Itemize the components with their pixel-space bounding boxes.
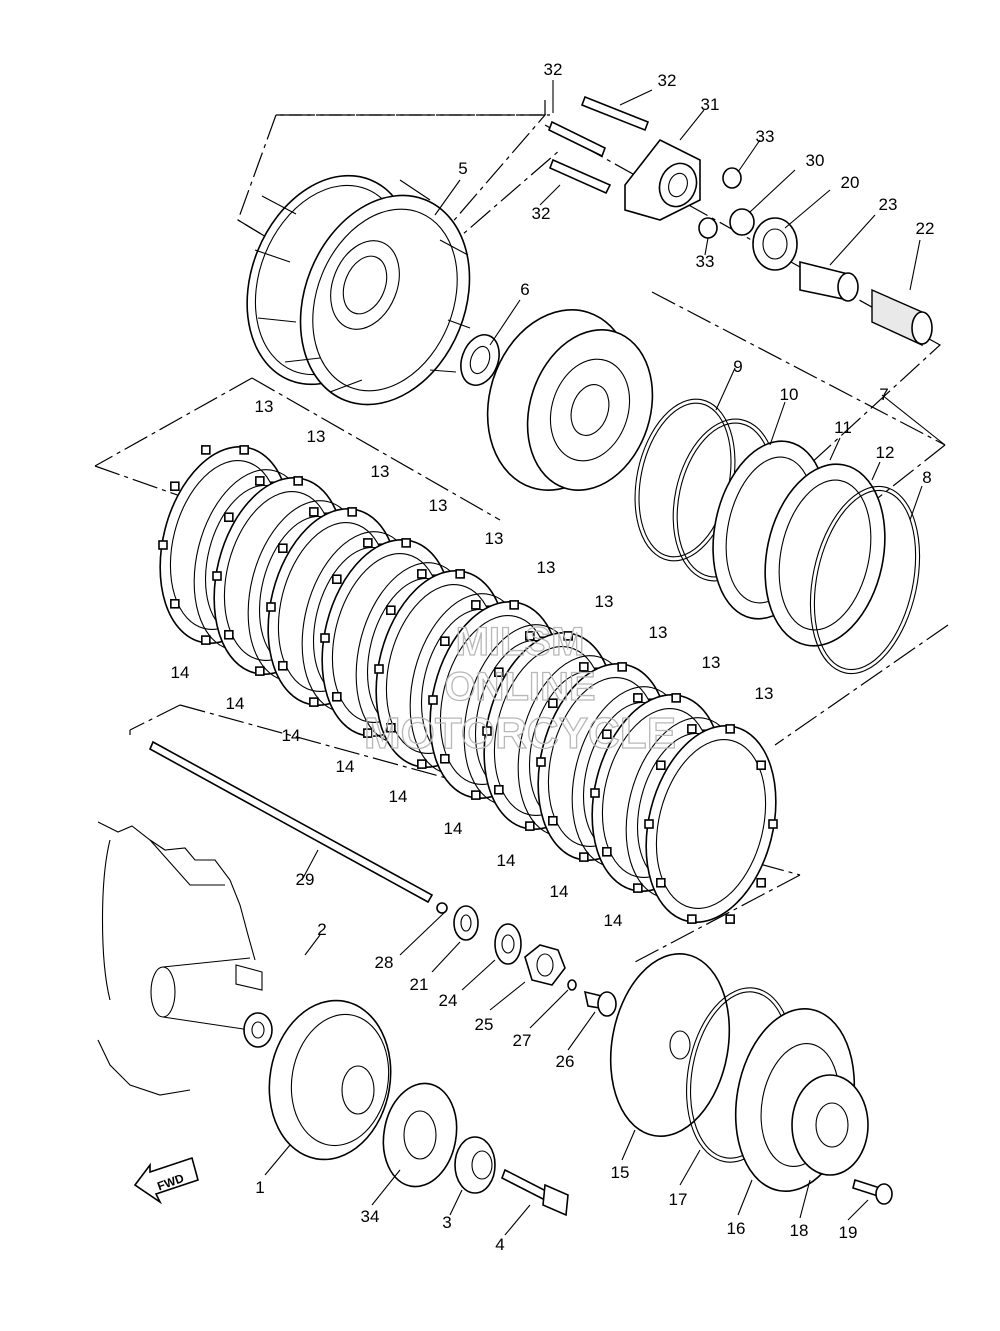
callout-20: 20 [841,173,860,192]
callout-13: 13 [702,653,721,672]
callout-14: 14 [444,819,463,838]
hub-fasteners [453,905,617,1017]
pressure-plate-parts [634,398,921,675]
cover-plate-parts [609,953,893,1205]
callout-11: 11 [834,418,852,437]
callout-3: 3 [442,1213,451,1232]
callout-14: 14 [171,663,190,682]
callout-17: 17 [669,1190,688,1209]
callout-18: 18 [790,1221,809,1240]
primary-drive-parts [268,999,569,1217]
crankcase-outline [97,821,273,1096]
callout-27: 27 [513,1031,532,1050]
callout-1: 1 [255,1178,264,1197]
callout-13: 13 [485,529,504,548]
callout-5: 5 [458,159,467,178]
callout-14: 14 [226,694,245,713]
callout-8: 8 [922,468,931,487]
callout-21: 21 [410,975,429,994]
callout-22: 22 [916,219,935,238]
callout-24: 24 [439,991,458,1010]
callout-34: 34 [361,1207,380,1226]
callout-32: 32 [658,71,677,90]
callout-4: 4 [495,1235,504,1254]
callout-19: 19 [839,1223,858,1242]
push-rod [148,740,448,914]
callout-13: 13 [755,684,774,703]
callout-7: 7 [879,385,888,404]
watermark: MILSM ONLINE MOTORCYCLE [363,619,676,758]
clutch-actuator-parts [547,95,933,347]
callout-14: 14 [282,726,301,745]
callout-13: 13 [371,462,390,481]
callout-16: 16 [727,1219,746,1238]
callout-23: 23 [879,195,898,214]
clutch-boss [486,309,654,491]
callout-14: 14 [336,757,355,776]
callout-29: 29 [296,870,315,889]
callout-9: 9 [733,357,742,376]
leader-lines [264,80,946,1236]
thrust-washer [460,334,500,386]
watermark-line-3: MOTORCYCLE [364,709,676,758]
callout-30: 30 [806,151,825,170]
callout-14: 14 [604,911,623,930]
callout-13: 13 [429,496,448,515]
callout-13: 13 [255,397,274,416]
plate-stack [158,445,778,924]
callout-26: 26 [556,1052,575,1071]
callout-12: 12 [876,443,895,462]
fwd-arrow-badge: FWD [133,1156,199,1205]
callout-13: 13 [537,558,556,577]
callout-33: 33 [756,127,775,146]
callout-14: 14 [497,851,516,870]
watermark-line-2: ONLINE [444,665,595,709]
callout-6: 6 [520,280,529,299]
callout-33: 33 [696,252,715,271]
callout-labels: 32 32 31 33 30 20 23 22 32 33 5 6 9 10 7… [171,60,935,1254]
callout-2: 2 [317,920,326,939]
watermark-line-1: MILSM [456,620,585,664]
callout-15: 15 [611,1163,630,1182]
callout-25: 25 [475,1015,494,1034]
friction-plate [644,724,778,924]
callout-14: 14 [550,882,569,901]
callout-13: 13 [307,427,326,446]
callout-32: 32 [532,204,551,223]
callout-32: 32 [544,60,563,79]
callout-13: 13 [649,623,668,642]
callout-10: 10 [780,385,799,404]
callout-13: 13 [595,592,614,611]
callout-14: 14 [389,787,408,806]
callout-31: 31 [701,95,720,114]
callout-28: 28 [375,953,394,972]
clutch-housing [246,174,471,406]
